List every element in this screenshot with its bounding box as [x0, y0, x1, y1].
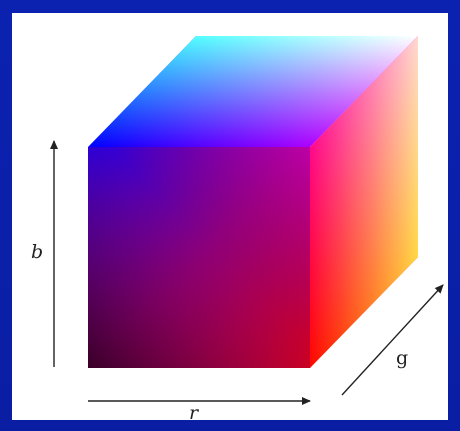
- g-axis-arrow: [341, 284, 444, 396]
- r-axis-label: r: [189, 402, 200, 420]
- cube-front-face: [88, 147, 310, 368]
- b-axis-label: b: [31, 241, 43, 263]
- g-axis-label: g: [396, 347, 408, 369]
- cube-side-face: [310, 36, 418, 368]
- rgb-cube-diagram: b r g: [31, 36, 444, 420]
- cube-top-face: [88, 36, 418, 147]
- diagram-panel: b r g: [12, 13, 448, 420]
